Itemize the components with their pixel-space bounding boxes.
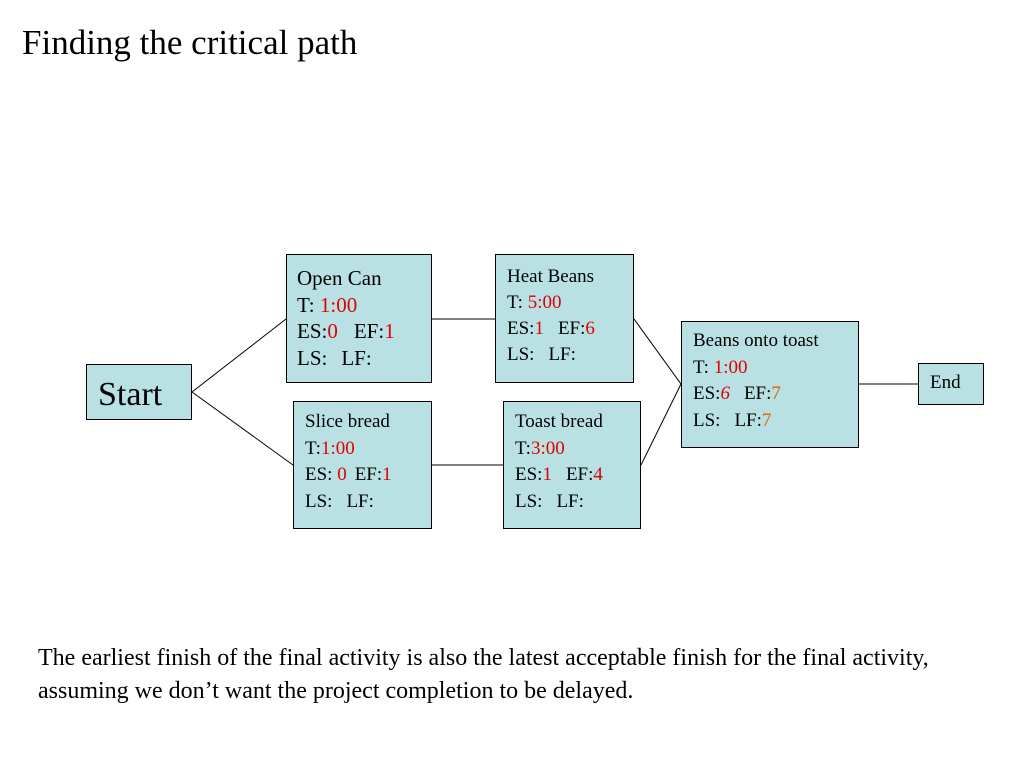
heat-beans-es-label: ES: [507,318,535,339]
node-open-can: Open Can T: 1:00 ES:0 EF:1 LS: LF: [286,254,432,383]
heat-beans-t-value: 5:00 [527,292,562,313]
slice-bread-time-row: T:1:00 [305,436,431,463]
heat-beans-time-row: T: 5:00 [507,290,633,316]
toast-bread-time-row: T:3:00 [515,436,640,463]
beans-onto-toast-ef-value: 7 [771,383,781,404]
beans-onto-toast-lf-value: 7 [761,409,772,431]
toast-bread-t-value: 3:00 [530,437,565,459]
beans-onto-toast-ef-label: EF: [743,383,772,404]
beans-onto-toast-late-row: LS: LF:7 [693,408,858,435]
toast-bread-ef-label: EF: [565,464,594,485]
heat-beans-ef-value: 6 [585,318,595,339]
beans-onto-toast-es-value: 6 [720,383,730,404]
node-end-label: End [930,372,961,393]
open-can-es-value: 0 [327,319,338,343]
slice-bread-t-label: T: [305,437,321,459]
beans-onto-toast-early-row: ES:6 EF:7 [693,381,858,408]
node-toast-bread: Toast bread T:3:00 ES:1 EF:4 LS: LF: [503,401,641,529]
node-slice-bread: Slice bread T:1:00 ES: 0 EF:1 LS: LF: [293,401,432,529]
open-can-time-row: T: 1:00 [297,292,431,319]
connector-heat-beans-beans-onto-toast [633,318,682,385]
beans-onto-toast-ls-label: LS: [693,409,721,431]
slice-bread-t-value: 1:00 [320,437,355,459]
open-can-lf-label: LF: [341,345,372,370]
slice-bread-ef-value: 1 [382,464,392,485]
connector-start-slice-bread [191,391,294,466]
open-can-ef-label: EF: [353,319,385,343]
slice-bread-ls-label: LS: [305,490,333,512]
heat-beans-es-value: 1 [534,318,544,339]
node-start: Start [86,364,192,420]
toast-bread-early-row: ES:1 EF:4 [515,462,640,489]
open-can-late-row: LS: LF: [297,345,431,372]
connector-toast-bread-beans-onto-toast [640,383,682,466]
toast-bread-late-row: LS: LF: [515,489,640,516]
open-can-early-row: ES:0 EF:1 [297,318,431,345]
slice-bread-ef-label: EF: [354,464,383,485]
toast-bread-ls-label: LS: [515,490,543,512]
open-can-t-value: 1:00 [319,292,358,317]
heat-beans-ls-label: LS: [507,344,535,365]
open-can-ls-label: LS: [297,345,328,370]
toast-bread-es-value: 1 [542,464,552,485]
slice-bread-lf-label: LF: [346,490,374,512]
slice-bread-name: Slice bread [305,411,390,432]
beans-onto-toast-es-label: ES: [693,383,721,404]
heat-beans-t-label: T: [507,292,523,313]
slice-bread-early-row: ES: 0 EF:1 [305,462,431,489]
heat-beans-name: Heat Beans [507,266,595,287]
node-heat-beans: Heat Beans T: 5:00 ES:1 EF:6 LS: LF: [495,254,634,383]
beans-onto-toast-t-label: T: [693,356,709,378]
heat-beans-late-row: LS: LF: [507,342,633,368]
heat-beans-early-row: ES:1 EF:6 [507,316,633,342]
heat-beans-lf-label: LF: [548,344,576,365]
beans-onto-toast-name: Beans onto toast [693,330,819,351]
toast-bread-es-label: ES: [515,464,543,485]
toast-bread-lf-label: LF: [556,490,584,512]
toast-bread-name: Toast bread [515,411,603,432]
open-can-name: Open Can [297,266,382,290]
toast-bread-t-label: T: [515,437,531,459]
slice-bread-late-row: LS: LF: [305,489,431,516]
beans-onto-toast-time-row: T: 1:00 [693,355,858,382]
node-end: End [918,363,984,405]
beans-onto-toast-t-value: 1:00 [713,356,748,378]
slice-bread-es-label: ES: [305,464,333,485]
node-start-label: Start [98,376,163,413]
open-can-es-label: ES: [297,319,328,343]
beans-onto-toast-lf-label: LF: [734,409,762,431]
slice-bread-es-value: 0 [337,464,347,485]
connector-start-open-can [191,318,287,393]
open-can-t-label: T: [297,292,315,317]
slide-title: Finding the critical path [22,23,358,62]
explanation-text: The earliest finish of the final activit… [38,645,929,704]
open-can-ef-value: 1 [384,319,395,343]
heat-beans-ef-label: EF: [557,318,586,339]
toast-bread-ef-value: 4 [593,464,603,485]
